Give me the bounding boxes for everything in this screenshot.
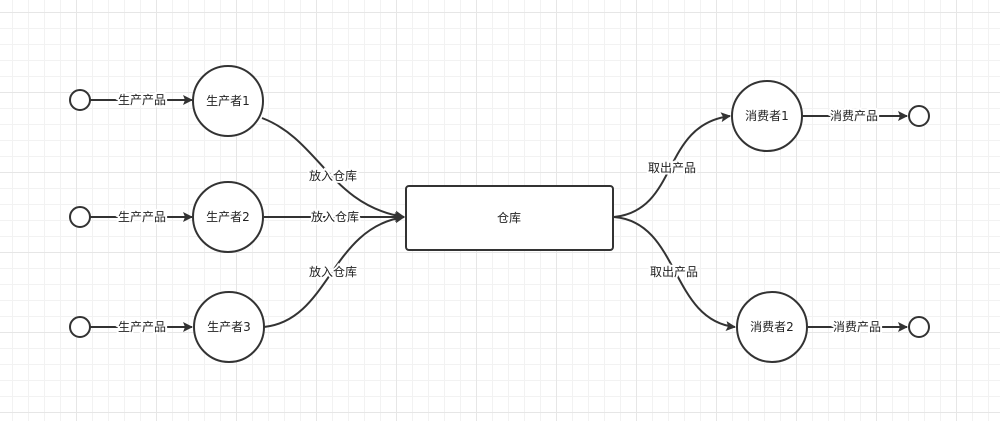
producer-node-2[interactable]: 生产者2 — [192, 181, 264, 253]
edge-take-1[interactable]: 取出产品 — [613, 112, 731, 218]
edge-produce-2[interactable]: 生产产品 — [90, 208, 193, 226]
edge-produce-1[interactable]: 生产产品 — [90, 91, 193, 109]
producer-node-3[interactable]: 生产者3 — [193, 291, 265, 363]
edge-label: 消费产品 — [830, 109, 878, 123]
edge-consume-1[interactable]: 消费产品 — [802, 107, 908, 125]
start-node-3[interactable] — [69, 316, 91, 338]
edge-store-2[interactable]: 放入仓库 — [264, 207, 405, 226]
node-label: 生产者2 — [206, 210, 250, 224]
warehouse-node[interactable]: 仓库 — [405, 185, 614, 251]
edge-label: 放入仓库 — [309, 264, 357, 279]
edge-produce-3[interactable]: 生产产品 — [90, 318, 193, 336]
edge-label: 生产产品 — [118, 320, 166, 334]
end-node-1[interactable] — [908, 105, 930, 127]
edge-label: 消费产品 — [833, 320, 881, 334]
edge-store-1[interactable]: 放入仓库 — [261, 117, 405, 221]
edge-label: 放入仓库 — [311, 209, 359, 224]
consumer-node-1[interactable]: 消费者1 — [731, 80, 803, 152]
consumer-node-2[interactable]: 消费者2 — [736, 291, 808, 363]
start-node-1[interactable] — [69, 89, 91, 111]
edge-store-3[interactable]: 放入仓库 — [263, 213, 405, 328]
node-label: 消费者2 — [750, 320, 794, 334]
node-label: 消费者1 — [745, 109, 789, 123]
edge-label: 放入仓库 — [309, 168, 357, 183]
node-label: 生产者1 — [206, 94, 250, 108]
edge-label: 取出产品 — [648, 161, 696, 175]
start-node-2[interactable] — [69, 206, 91, 228]
edge-label: 取出产品 — [650, 265, 698, 279]
end-node-2[interactable] — [908, 316, 930, 338]
producer-node-1[interactable]: 生产者1 — [192, 65, 264, 137]
edge-take-2[interactable]: 取出产品 — [613, 216, 736, 331]
node-label: 仓库 — [497, 210, 521, 225]
edge-label: 生产产品 — [118, 210, 166, 224]
edge-consume-2[interactable]: 消费产品 — [808, 318, 908, 336]
edge-label: 生产产品 — [118, 93, 166, 107]
node-label: 生产者3 — [207, 320, 251, 334]
